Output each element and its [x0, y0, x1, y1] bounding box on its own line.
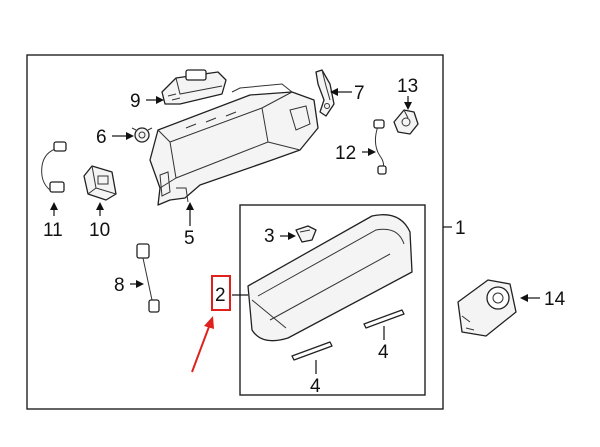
part-9-switch [161, 69, 227, 105]
callout-13: 13 [397, 76, 418, 97]
callout-14: 14 [544, 289, 566, 310]
part-13-latch [393, 109, 419, 135]
callout-2: 2 [215, 285, 226, 306]
callout-7: 7 [354, 83, 365, 104]
callout-1: 1 [455, 218, 466, 239]
assembly-outer-frame [26, 54, 444, 410]
part-8-strut [136, 243, 160, 313]
part-3-stopper [295, 225, 317, 243]
part-14-control [457, 279, 517, 337]
part-5-housing [149, 83, 319, 206]
part-4-strip-lower [291, 341, 333, 361]
callout-4-lower: 4 [310, 376, 321, 397]
part-12-cable [373, 119, 387, 175]
highlight-box [211, 275, 231, 311]
callout-4-right: 4 [378, 342, 389, 363]
highlight-arrow [191, 323, 211, 373]
callout-10: 10 [89, 220, 110, 241]
part-4-strip-right [363, 309, 405, 329]
highlight-arrowhead [204, 316, 214, 329]
part-7-bracket [315, 69, 335, 117]
part-10-damper [83, 165, 117, 201]
part-11-wire [41, 141, 67, 193]
callout-11: 11 [43, 220, 63, 241]
callout-5: 5 [184, 228, 195, 249]
part-6-clip [131, 127, 153, 143]
callout-6: 6 [96, 127, 107, 148]
callout-9: 9 [130, 91, 141, 112]
callout-3: 3 [264, 226, 275, 247]
callout-8: 8 [114, 275, 125, 296]
door-subassembly-frame [239, 204, 426, 396]
part-2-door [247, 214, 413, 342]
callout-12: 12 [335, 143, 356, 164]
